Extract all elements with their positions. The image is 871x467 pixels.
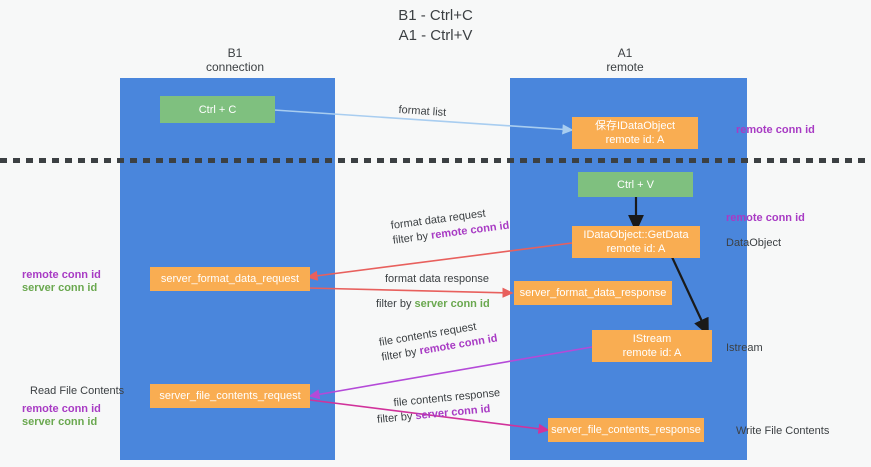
annotation-dataobject: DataObject: [726, 237, 782, 249]
node-server-format-data-request[interactable]: server_format_data_request: [150, 267, 310, 291]
node-server-file-contents-request[interactable]: server_file_contents_request: [150, 384, 310, 408]
node-idataobject-getdata[interactable]: IDataObject::GetData remote id: A: [572, 226, 700, 258]
edge-label-format-data-response: format data response: [385, 273, 489, 285]
annotation-istream: Istream: [726, 342, 763, 354]
edge-label-file-contents-request: file contents request filter by remote c…: [378, 317, 499, 366]
column-header-b1: B1 connection: [205, 46, 265, 74]
arrow-format-data-response: [307, 287, 514, 298]
edge-label-format-data-request: format data request filter by remote con…: [390, 204, 510, 249]
key-server-conn-id: server conn id: [414, 298, 490, 310]
annotation-left-server-conn-id-2: server conn id: [22, 416, 98, 428]
column-header-a1: A1 remote: [606, 46, 644, 74]
node-server-format-data-response[interactable]: server_format_data_response: [514, 281, 672, 305]
edge-label-file-contents-response: file contents response filter by server …: [375, 386, 502, 428]
annotation-left-remote-conn-id-2: remote conn id: [22, 403, 101, 415]
edge-label-format-data-response-filter: filter by server conn id: [376, 298, 490, 310]
node-ctrl-c[interactable]: Ctrl + C: [160, 96, 275, 123]
annotation-left-remote-conn-id: remote conn id: [22, 269, 101, 281]
annotation-remote-conn-id-top: remote conn id: [736, 124, 815, 136]
annotation-read-file-contents: Read File Contents: [30, 385, 125, 397]
annotation-remote-conn-id-mid: remote conn id: [726, 212, 805, 224]
node-idataobject[interactable]: 保存IDataObject remote id: A: [572, 117, 698, 149]
annotation-left-server-conn-id: server conn id: [22, 282, 98, 294]
edge-label-format-list: format list: [398, 103, 447, 119]
phase-divider: [0, 158, 871, 163]
node-server-file-contents-response[interactable]: server_file_contents_response: [548, 418, 704, 442]
node-ctrl-v[interactable]: Ctrl + V: [578, 172, 693, 197]
page-title: B1 - Ctrl+C A1 - Ctrl+V: [398, 7, 473, 44]
annotation-write-file-contents: Write File Contents: [736, 425, 830, 437]
node-istream[interactable]: IStream remote id: A: [592, 330, 712, 362]
